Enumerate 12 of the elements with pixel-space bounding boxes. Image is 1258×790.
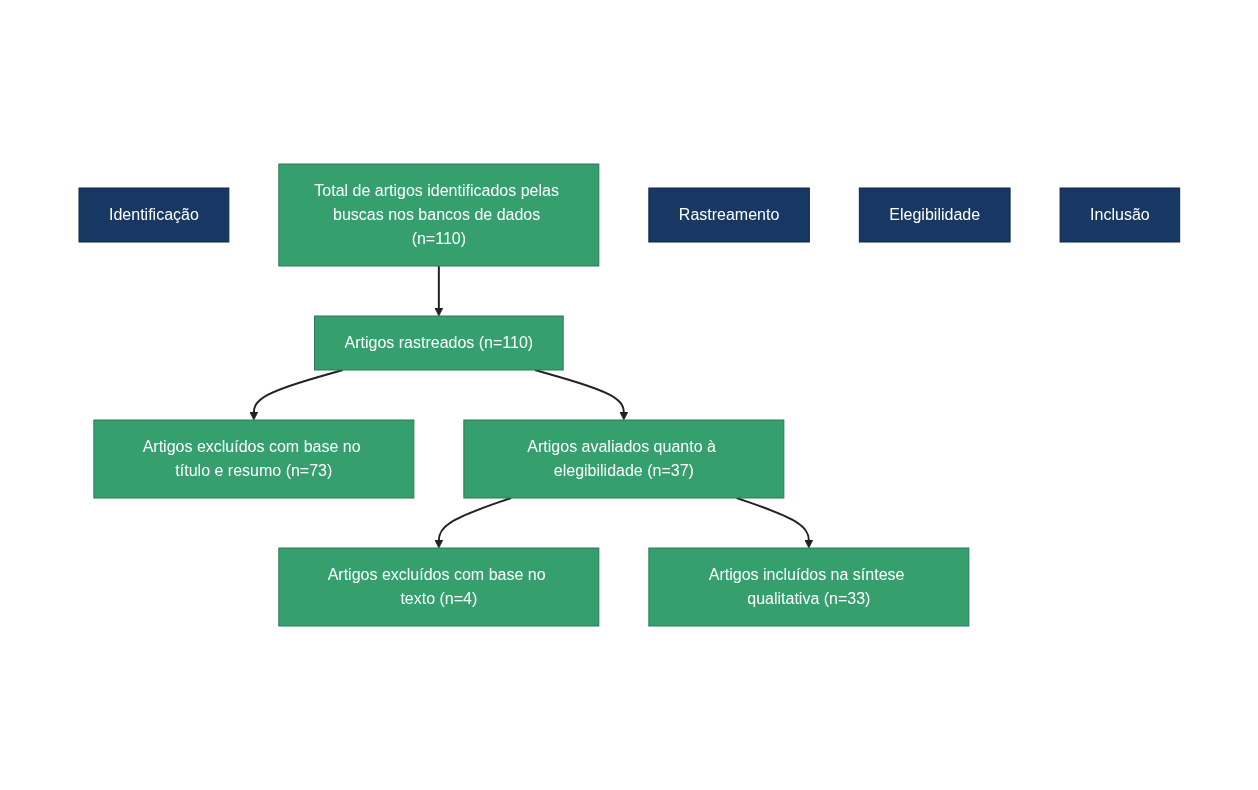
- arrow: [434, 497, 512, 549]
- node-box: Artigos excluídos com base no título e resumo (n=73): [93, 419, 414, 499]
- node-box: Artigos excluídos com base no texto (n=4): [278, 547, 599, 627]
- node-box: Identificação: [78, 187, 229, 243]
- node-box: Artigos incluídos na síntese qualitativa (n=33): [648, 547, 969, 627]
- node-box: Rastreamento: [648, 187, 810, 243]
- node-box: Elegibilidade: [858, 187, 1011, 243]
- node-box: Artigos rastreados (n=110): [313, 315, 564, 371]
- node-box: Artigos avaliados quanto à elegibilidade (n=37): [463, 419, 784, 499]
- node-box: Inclusão: [1059, 187, 1180, 243]
- node-box: Total de artigos identificados pelas buscas nos bancos de dados (n=110): [278, 163, 599, 267]
- arrow: [434, 265, 443, 317]
